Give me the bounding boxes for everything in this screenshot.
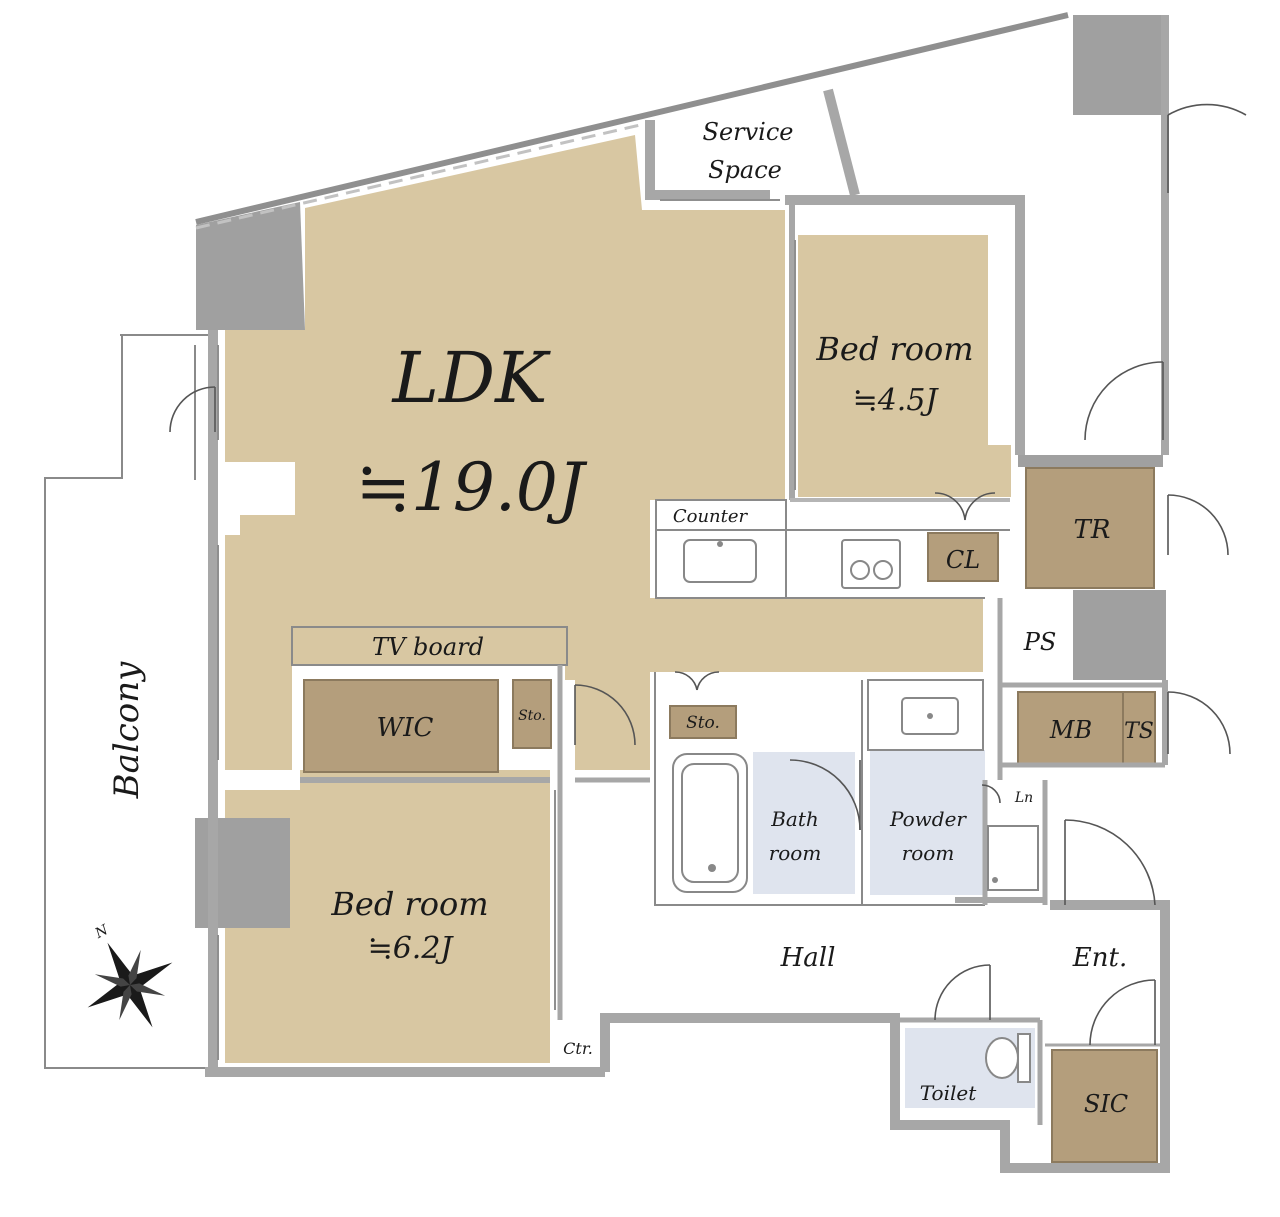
sic-box — [1051, 1049, 1158, 1163]
pillars — [195, 15, 1168, 928]
ldk-size-label: ≒19.0J — [356, 449, 588, 526]
bedroom-south-size-label: ≒6.2J — [368, 931, 455, 966]
bedroom-north-floor-ext — [983, 445, 1011, 497]
ldk-floor — [225, 135, 983, 770]
bedroom-north-floor — [798, 235, 988, 497]
bathtub-icon — [672, 753, 748, 893]
sto-right-label: Sto. — [686, 713, 720, 733]
powder-label-line2: room — [902, 841, 955, 865]
sto-left-label: Sto. — [518, 708, 546, 724]
service-space-label-line2: Space — [708, 156, 782, 184]
cl-box — [927, 532, 999, 582]
bath-label-line2: room — [769, 841, 822, 865]
bedroom-north-label: Bed room — [815, 330, 973, 368]
door-swings — [169, 103, 1247, 1046]
bedroom-south-label: Bed room — [330, 885, 488, 923]
powder-label-line1: Powder — [889, 807, 967, 831]
compass-north-marker: N — [92, 922, 112, 943]
window-marks — [217, 199, 796, 1060]
wic-label: WIC — [377, 713, 434, 743]
ent-label: Ent. — [1072, 943, 1127, 973]
toilet-bowl-icon — [985, 1033, 1031, 1083]
walls — [195, 12, 1170, 1173]
ps-label: PS — [1023, 628, 1057, 656]
sto-right-box — [669, 705, 737, 739]
bath-floor — [753, 752, 855, 894]
washer-pan-icon — [987, 825, 1039, 891]
tr-label: TR — [1074, 515, 1111, 545]
wic-box — [303, 679, 499, 773]
cooktop-icon — [841, 539, 901, 589]
ctr-label: Ctr. — [563, 1039, 593, 1058]
service-space-label-line1: Service — [703, 118, 794, 146]
mb-label: MB — [1049, 716, 1092, 744]
kitchen-sink-icon — [683, 539, 757, 583]
cl-label: CL — [946, 546, 980, 574]
sic-label: SIC — [1084, 1090, 1128, 1118]
ln-label: Ln — [1014, 790, 1033, 806]
ts-label: TS — [1124, 719, 1154, 744]
ldk-label: LDK — [391, 337, 552, 419]
hall-label: Hall — [780, 943, 836, 973]
balcony-label: Balcony — [107, 661, 147, 800]
toilet-label: Toilet — [920, 1081, 977, 1105]
tr-box — [1025, 467, 1155, 589]
bedroom-north-size-label: ≒4.5J — [853, 383, 940, 418]
tv-board-label: TV board — [372, 633, 484, 661]
powder-floor — [870, 750, 985, 895]
compass-rose-icon: N — [87, 922, 173, 1028]
bath-label-line1: Bath — [770, 807, 819, 831]
sto-left-box — [512, 679, 552, 749]
ts-box — [1122, 691, 1156, 765]
washbasin-icon — [901, 697, 959, 735]
counter-label: Counter — [673, 506, 749, 527]
